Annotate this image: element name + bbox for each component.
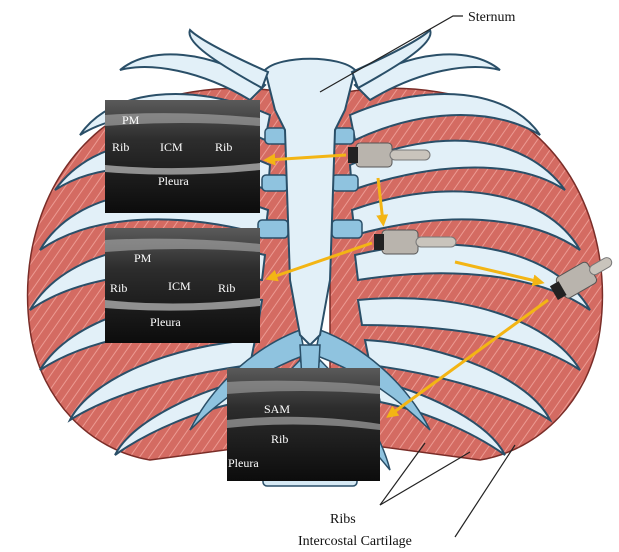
us-middle-pm-label: PM [134, 251, 152, 265]
us-middle-rib-right-label: Rib [218, 281, 235, 295]
us-bottom-rib-label: Rib [271, 432, 288, 446]
us-top-rib-left-label: Rib [112, 140, 129, 154]
us-middle-rib-left-label: Rib [110, 281, 127, 295]
us-top-pleura-label: Pleura [158, 174, 189, 188]
ribs-label: Ribs [330, 512, 356, 527]
ultrasound-panel-bottom: SAM Rib Pleura [227, 368, 380, 481]
intercostal-cartilage-label: Intercostal Cartilage [298, 534, 412, 549]
us-bottom-sam-label: SAM [264, 402, 290, 416]
us-top-rib-right-label: Rib [215, 140, 232, 154]
us-top-icm-label: ICM [160, 140, 183, 154]
ultrasound-panel-middle: PM Rib ICM Rib Pleura [105, 228, 260, 343]
us-middle-icm-label: ICM [168, 279, 191, 293]
sternum-label: Sternum [468, 10, 516, 25]
ultrasound-panel-top: PM Rib ICM Rib Pleura [105, 100, 260, 213]
us-top-pm-label: PM [122, 113, 140, 127]
us-bottom-pleura-label: Pleura [228, 456, 259, 470]
us-middle-pleura-label: Pleura [150, 315, 181, 329]
